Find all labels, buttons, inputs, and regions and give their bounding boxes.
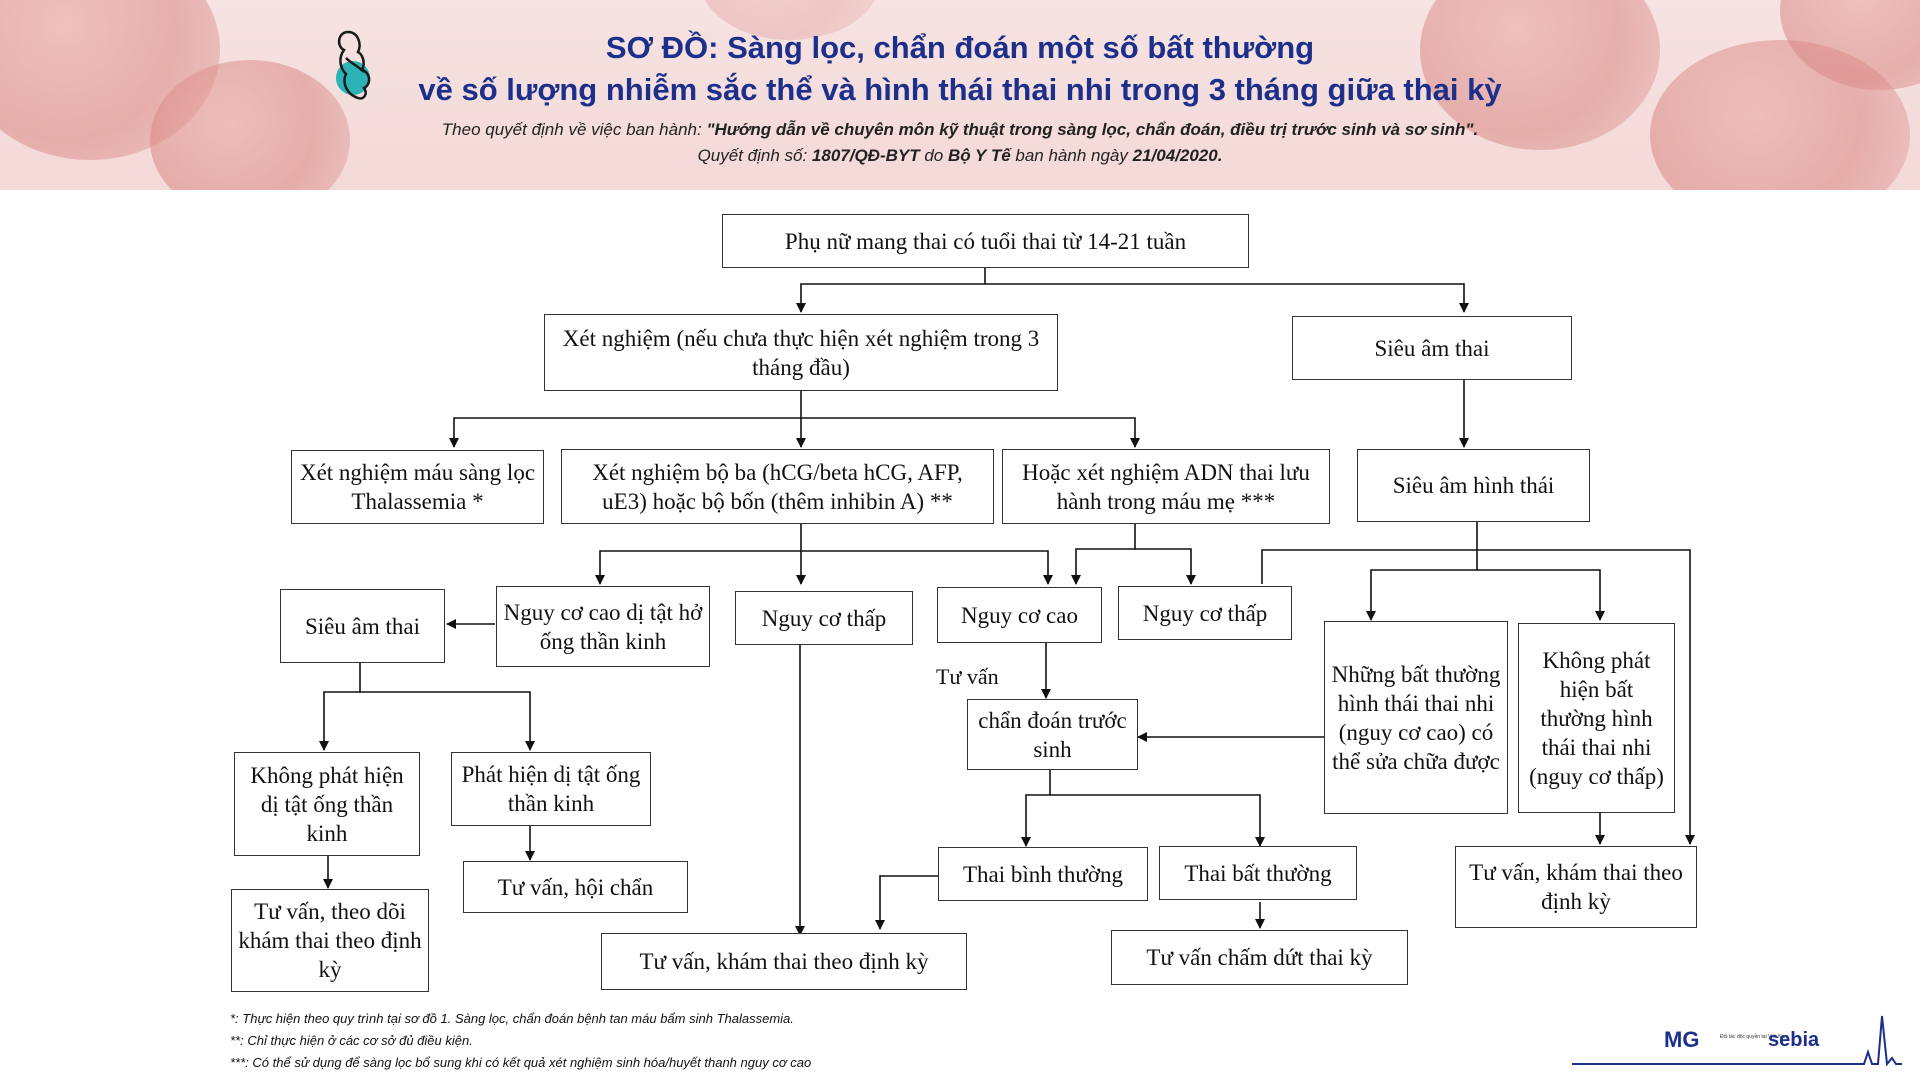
node-abnormal-fetus: Thai bất thường	[1159, 846, 1357, 900]
node-low-risk-2: Nguy cơ thấp	[1118, 586, 1292, 640]
title-line-1: SƠ ĐỒ: Sàng lọc, chẩn đoán một số bất th…	[605, 30, 1315, 65]
node-triple-test: Xét nghiệm bộ ba (hCG/beta hCG, AFP, uE3…	[561, 449, 994, 524]
node-ultrasound: Siêu âm thai	[1292, 316, 1572, 380]
node-high-risk: Nguy cơ cao	[937, 587, 1102, 643]
label-counsel: Tư vấn	[936, 664, 999, 689]
title-line-2: về số lượng nhiễm sắc thể và hình thái t…	[418, 72, 1502, 107]
node-no-abnormal: Không phát hiện bất thường hình thái tha…	[1518, 623, 1675, 813]
node-morph-ultrasound: Siêu âm hình thái	[1357, 449, 1590, 522]
footnote-2: **: Chỉ thực hiện ở các cơ sở đủ điều ki…	[230, 1033, 473, 1048]
node-ultrasound-2: Siêu âm thai	[280, 589, 445, 663]
node-dna-test: Hoặc xét nghiệm ADN thai lưu hành trong …	[1002, 449, 1330, 524]
node-start: Phụ nữ mang thai có tuổi thai từ 14-21 t…	[722, 214, 1249, 268]
node-counsel-consult: Tư vấn, hội chẩn	[463, 861, 688, 913]
node-counsel-monitor: Tư vấn, theo dõi khám thai theo định kỳ	[231, 889, 429, 992]
pregnant-mother-icon	[336, 30, 371, 100]
node-thalassemia: Xét nghiệm máu sàng lọc Thalassemia *	[291, 450, 544, 524]
sponsor-logo: MG Đối tác độc quyền tại Việt Nam sebia	[1572, 1012, 1902, 1068]
decision-number: 1807/QĐ-BYT	[811, 146, 920, 165]
logo-sebia: sebia	[1768, 1029, 1820, 1051]
node-counsel-terminate: Tư vấn chấm dứt thai kỳ	[1111, 930, 1408, 985]
logo-tagline: Đối tác độc quyền tại Việt Nam	[1720, 1034, 1789, 1040]
footnote-3: ***: Có thể sử dụng để sàng lọc bổ sung …	[230, 1055, 812, 1070]
node-tests: Xét nghiệm (nếu chưa thực hiện xét nghiệ…	[544, 314, 1058, 391]
node-ntd-high-risk: Nguy cơ cao dị tật hở ống thần kinh	[496, 586, 710, 667]
issue-date: 21/04/2020.	[1132, 146, 1223, 165]
footnotes: *: Thực hiện theo quy trình tại sơ đồ 1.…	[230, 1008, 811, 1074]
node-counsel-regular: Tư vấn, khám thai theo định kỳ	[601, 933, 967, 990]
node-no-ntd: Không phát hiện dị tật ống thần kinh	[234, 752, 420, 856]
node-repairable-abnormal: Những bất thường hình thái thai nhi (ngu…	[1324, 621, 1508, 814]
logo-graphic: MG Đối tác độc quyền tại Việt Nam sebia	[1572, 1015, 1902, 1067]
node-low-risk-1: Nguy cơ thấp	[735, 591, 913, 645]
node-prenatal-diagnosis: chẩn đoán trước sinh	[967, 699, 1138, 770]
node-ntd-found: Phát hiện dị tật ống thần kinh	[451, 752, 651, 826]
node-counsel-regular-2: Tư vấn, khám thai theo định kỳ	[1455, 846, 1697, 928]
header-banner: SƠ ĐỒ: Sàng lọc, chẩn đoán một số bất th…	[0, 0, 1920, 190]
footnote-1: *: Thực hiện theo quy trình tại sơ đồ 1.…	[230, 1011, 794, 1026]
ministry: Bộ Y Tế	[947, 146, 1011, 165]
subtitle-line-1: Theo quyết định về việc ban hành: "Hướng…	[441, 120, 1479, 139]
subtitle-line-2: Quyết định số: 1807/QĐ-BYT do Bộ Y Tế ba…	[697, 146, 1223, 165]
node-normal-fetus: Thai bình thường	[938, 847, 1148, 901]
logo-mg: MG	[1664, 1027, 1699, 1052]
